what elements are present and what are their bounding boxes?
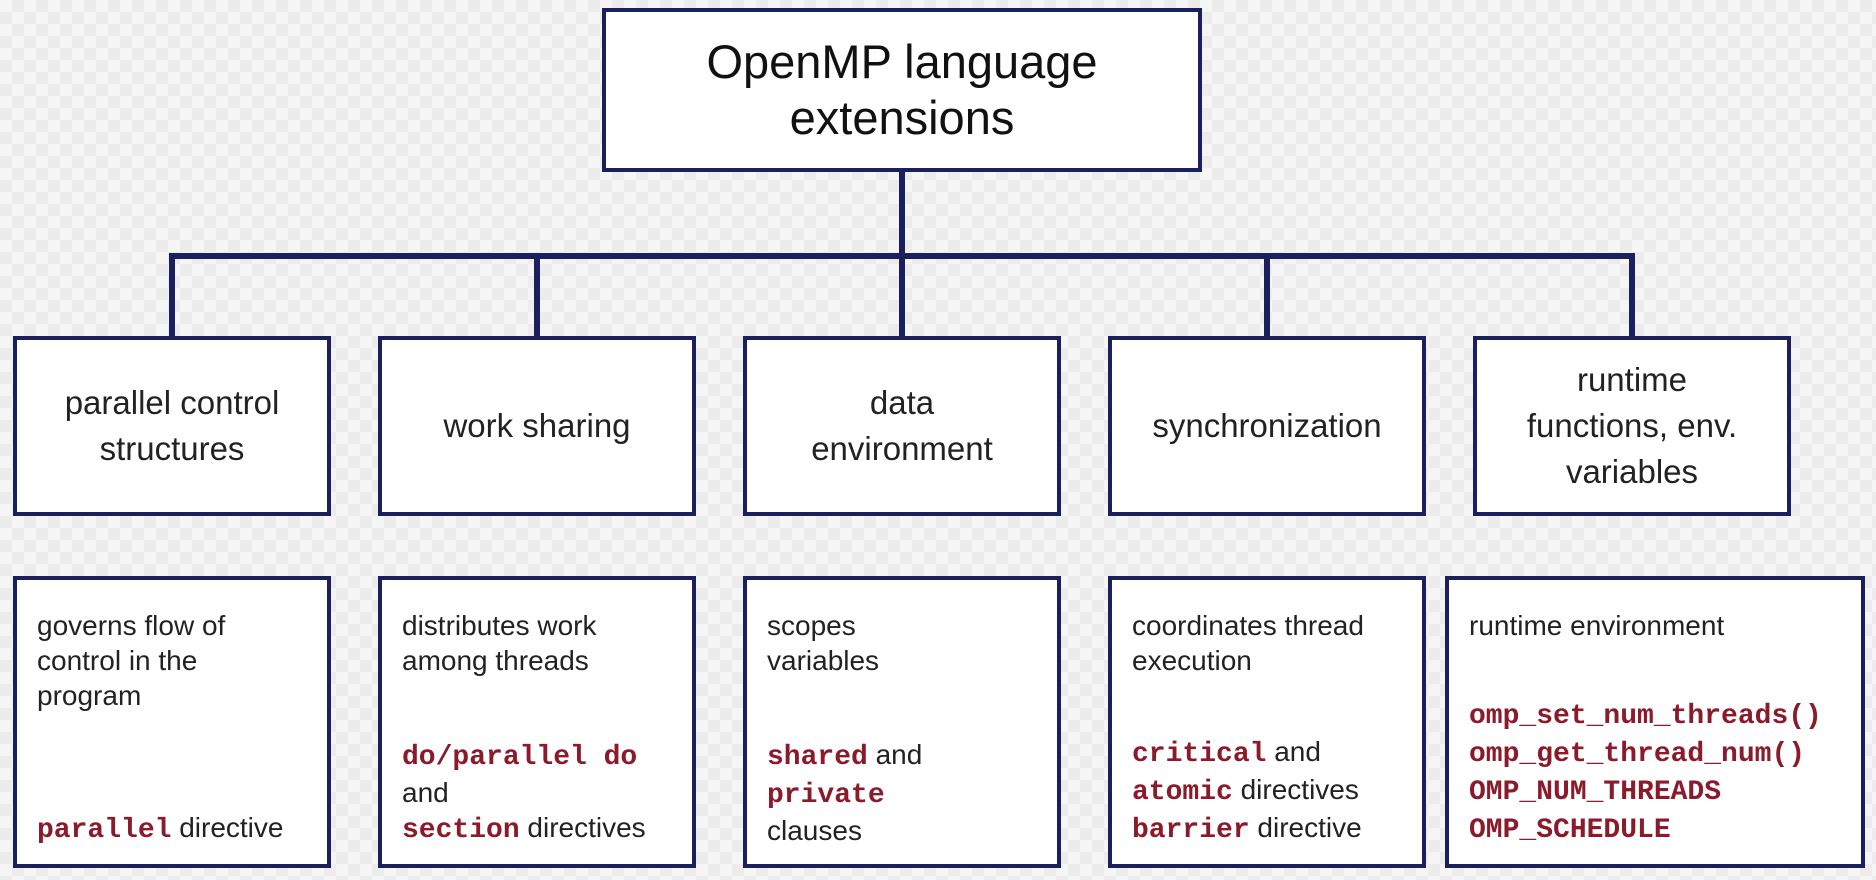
root-node: OpenMP language extensions xyxy=(602,8,1202,172)
description-node-synchronization: coordinates thread execution critical an… xyxy=(1108,576,1426,868)
category-node-work-sharing: work sharing xyxy=(378,336,696,516)
code-line: omp_get_thread_num() xyxy=(1469,734,1841,772)
code-line: OMP_NUM_THREADS xyxy=(1469,772,1841,810)
code-keyword: section xyxy=(402,815,520,846)
code-keyword: omp_get_thread_num() xyxy=(1469,739,1806,770)
category-node-data-environment: data environment xyxy=(743,336,1061,516)
category-node-parallel-control: parallel control structures xyxy=(13,336,331,516)
code-keyword: parallel xyxy=(37,815,172,846)
code-text: directives xyxy=(519,812,646,843)
code-text: and xyxy=(867,739,923,770)
code-line: clauses xyxy=(767,813,1037,848)
code-keyword: private xyxy=(767,780,885,811)
code-keyword: shared xyxy=(767,742,868,773)
code-keyword: do/parallel do xyxy=(402,742,638,773)
description-text: governs flow of control in the program xyxy=(37,610,226,711)
code-keyword: OMP_NUM_THREADS xyxy=(1469,777,1722,808)
description-text: distributes work among threads xyxy=(402,610,597,676)
description-text: scopes variables xyxy=(767,610,880,676)
code-text: and xyxy=(1266,736,1321,767)
code-line: private xyxy=(767,775,1037,813)
code-keyword: OMP_SCHEDULE xyxy=(1469,815,1671,846)
code-line: omp_set_num_threads() xyxy=(1469,696,1841,734)
category-node-synchronization: synchronization xyxy=(1108,336,1426,516)
root-title: OpenMP language extensions xyxy=(706,35,1098,144)
code-keyword: critical xyxy=(1132,739,1267,770)
code-text: directive xyxy=(171,812,284,843)
code-line: do/parallel do xyxy=(402,737,672,775)
code-text: directive xyxy=(1249,812,1362,843)
description-text: runtime environment xyxy=(1469,610,1725,641)
code-keyword: atomic xyxy=(1132,777,1233,808)
code-line: and xyxy=(402,775,672,810)
code-line: critical and xyxy=(1132,734,1402,772)
code-examples: parallel directive xyxy=(37,810,307,848)
description-text: coordinates thread execution xyxy=(1132,610,1364,676)
code-line: shared and xyxy=(767,737,1037,775)
code-keyword: omp_set_num_threads() xyxy=(1469,701,1822,732)
description-node-runtime: runtime environment omp_set_num_threads(… xyxy=(1445,576,1865,868)
code-text: clauses xyxy=(767,815,862,846)
description-node-parallel-control: governs flow of control in the program p… xyxy=(13,576,331,868)
description-node-data-environment: scopes variables shared and private clause… xyxy=(743,576,1061,868)
code-line: section directives xyxy=(402,810,672,848)
code-keyword: barrier xyxy=(1132,815,1250,846)
code-line: parallel directive xyxy=(37,810,307,848)
code-line: barrier directive xyxy=(1132,810,1402,848)
code-line: atomic directives xyxy=(1132,772,1402,810)
category-node-runtime: runtime functions, env. variables xyxy=(1473,336,1791,516)
code-text: and xyxy=(402,777,449,808)
code-line: OMP_SCHEDULE xyxy=(1469,810,1841,848)
code-text: directives xyxy=(1232,774,1359,805)
code-examples: shared and private clauses xyxy=(767,737,1037,848)
code-examples: omp_set_num_threads() omp_get_thread_num(… xyxy=(1469,696,1841,848)
description-node-work-sharing: distributes work among threads do/parall… xyxy=(378,576,696,868)
